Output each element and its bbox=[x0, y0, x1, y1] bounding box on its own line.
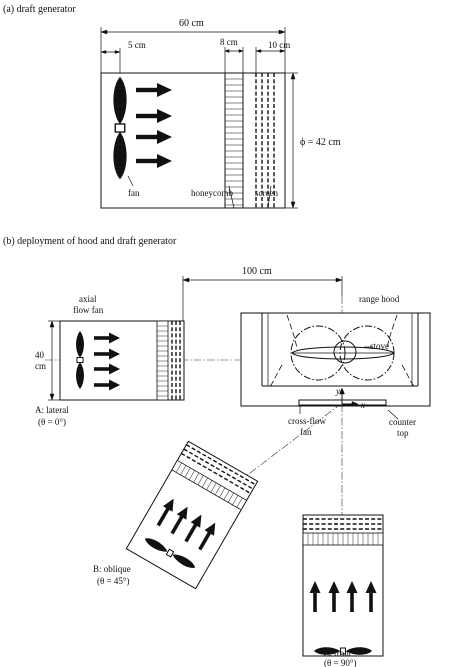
dim-length-label: 60 cm bbox=[179, 18, 204, 29]
generator-body bbox=[100, 72, 286, 209]
screens bbox=[255, 73, 275, 208]
position-a-name: A: lateral bbox=[35, 405, 69, 415]
honeycomb-label: honeycomb bbox=[191, 188, 233, 198]
fan-icon bbox=[112, 76, 128, 180]
fan-label: fan bbox=[128, 188, 140, 198]
dim-height-value: 40 bbox=[35, 350, 45, 360]
coordinate-axes bbox=[299, 346, 399, 420]
stove-label: stove bbox=[370, 341, 389, 351]
dimension-distance bbox=[182, 276, 343, 321]
counter-top-label-line2: top bbox=[397, 428, 409, 438]
cross-flow-fan-label-line2: fan bbox=[300, 427, 312, 437]
dim-screen-label: 10 cm bbox=[268, 40, 290, 50]
dim-fan-offset-label: 5 cm bbox=[128, 40, 146, 50]
panel-b-title: (b) deployment of hood and draft generat… bbox=[3, 236, 177, 247]
generator-front bbox=[302, 514, 384, 657]
range-hood-label: range hood bbox=[359, 294, 400, 304]
counter-top-label-line1: counter bbox=[389, 417, 416, 427]
generator-lateral bbox=[48, 320, 185, 401]
dim-diameter-label: ϕ = 42 cm bbox=[300, 137, 341, 148]
dim-distance-label: 100 cm bbox=[242, 266, 272, 277]
screen-label: screen bbox=[255, 188, 278, 198]
position-b-angle: (θ = 45°) bbox=[97, 576, 129, 586]
panel-a-title: (a) draft generator bbox=[3, 4, 76, 15]
axis-x-label: x bbox=[360, 400, 365, 410]
range-hood bbox=[240, 312, 431, 407]
position-b-name: B: oblique bbox=[93, 564, 131, 574]
position-c-angle: (θ = 90°) bbox=[324, 658, 356, 667]
dimension-lines-a bbox=[100, 27, 298, 209]
panel-a-draft-generator: 60 cm 5 cm 8 cm 10 cm ϕ = 42 cm fan hone… bbox=[100, 18, 341, 209]
axis-y-label: y bbox=[335, 386, 340, 396]
position-c-name: C: front bbox=[323, 648, 352, 658]
axial-fan-label-line2: flow fan bbox=[73, 305, 104, 315]
cross-flow-fan-label-line1: cross-flow bbox=[288, 416, 326, 426]
dim-height-unit: cm bbox=[35, 361, 46, 371]
axial-fan-icon bbox=[75, 330, 85, 390]
dim-honeycomb-label: 8 cm bbox=[220, 37, 238, 47]
generator-oblique bbox=[125, 440, 259, 590]
position-a-angle: (θ = 0°) bbox=[38, 417, 66, 427]
axial-fan-label-line1: axial bbox=[79, 294, 97, 304]
honeycomb-cells bbox=[225, 78, 243, 206]
